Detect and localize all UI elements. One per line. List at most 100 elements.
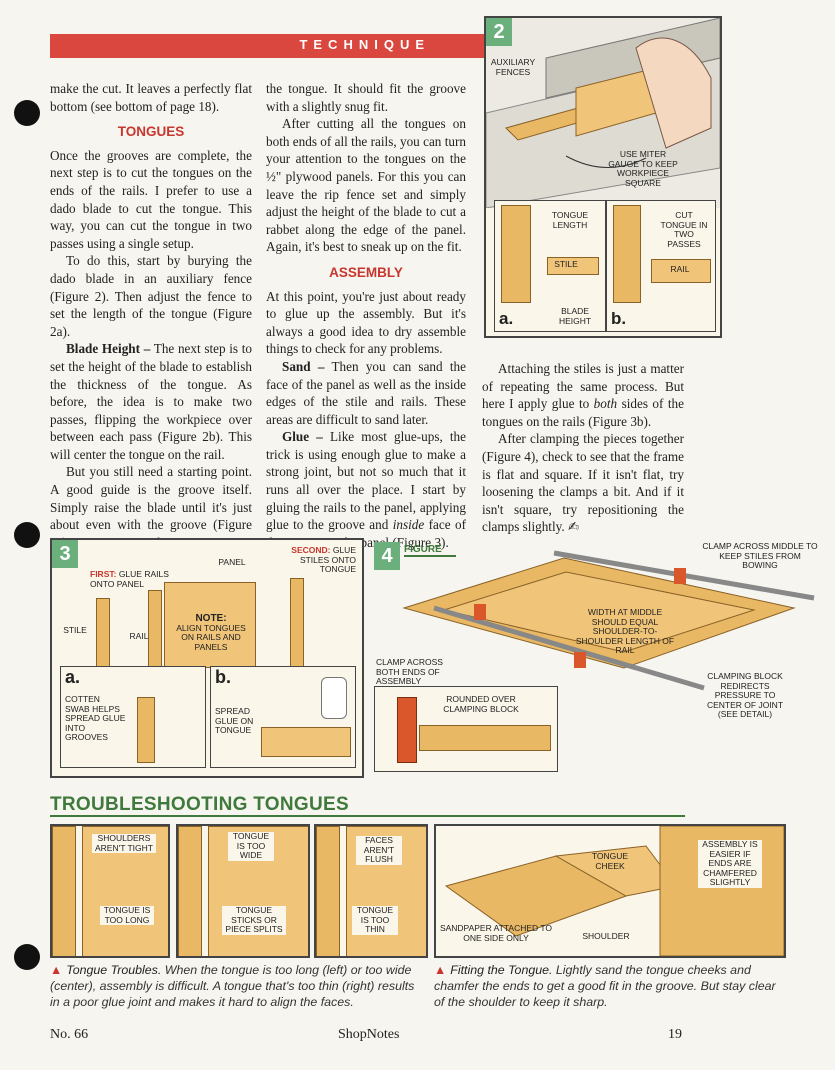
- figure-2: 2 AUXILIARY FENCES USE MITER GAUGE TO KE…: [484, 16, 722, 338]
- detail-clamp-jaw: [397, 697, 417, 763]
- detail-2b-letter: b.: [611, 309, 627, 328]
- col1-paragraph-2: Once the grooves are complete, the next …: [50, 147, 252, 251]
- label-stile: STILE: [63, 625, 87, 635]
- label-second: SECOND: GLUE STILES ONTO TONGUE: [291, 545, 356, 574]
- footer-page-number: 19: [668, 1027, 682, 1042]
- lead-sand: Sand –: [282, 358, 325, 374]
- heading-assembly: ASSEMBLY: [329, 264, 403, 280]
- detail-2a-letter: a.: [499, 309, 514, 328]
- lead-blade-height: Blade Height –: [66, 341, 151, 357]
- fig3-stile-left: [96, 598, 110, 670]
- panel2-stile: [178, 826, 202, 956]
- figure-4: 4 FIGURE CLAMP ACROSS MIDDLE TO KEEP STI…: [374, 538, 820, 774]
- text-column-2: the tongue. It should fit the groove wit…: [266, 80, 466, 551]
- detail-2a-fence: [501, 205, 531, 303]
- col3-paragraph-2: After clamping the pieces together (Figu…: [482, 431, 684, 536]
- fig3-stile-right: [290, 578, 304, 672]
- col2-paragraph-3: At this point, you're just about ready t…: [266, 288, 466, 357]
- label-spread-glue: SPREAD GLUE ON TONGUE: [215, 706, 254, 735]
- label-sandpaper: SANDPAPER ATTACHED TO ONE SIDE ONLY: [439, 923, 553, 943]
- figure-4-number: 4: [374, 542, 400, 570]
- detail-2b-fence: [613, 205, 641, 303]
- label-tongue-too-wide: TONGUE IS TOO WIDE: [228, 831, 274, 861]
- col1-paragraph-1: make the cut. It leaves a perfectly flat…: [50, 81, 252, 114]
- label-width-at-middle: WIDTH AT MIDDLE SHOULD EQUAL SHOULDER-TO…: [575, 607, 675, 655]
- caption-triangle-icon: ▲: [434, 963, 447, 977]
- trouble-panel-fitting: TONGUE CHEEK SANDPAPER ATTACHED TO ONE S…: [434, 824, 786, 958]
- label-clamp-across-ends: CLAMP ACROSS BOTH ENDS OF ASSEMBLY: [376, 657, 443, 686]
- panel1-stile: [52, 826, 76, 956]
- label-rail: RAIL: [670, 264, 690, 274]
- detail-3a-rail: [137, 697, 155, 763]
- figure-4-label: FIGURE: [404, 544, 456, 557]
- trouble-panel-too-thin: FACES AREN'T FLUSH TONGUE IS TOO THIN: [314, 824, 428, 958]
- figure-3-number: 3: [52, 540, 78, 568]
- binder-hole-middle: [14, 522, 40, 548]
- detail-3a-letter: a.: [65, 667, 81, 687]
- lead-glue: Glue –: [282, 429, 323, 445]
- label-faces-arent-flush: FACES AREN'T FLUSH: [356, 835, 402, 865]
- panel3-stile: [316, 826, 340, 956]
- label-panel: PANEL: [218, 557, 246, 567]
- label-first: FIRST: GLUE RAILS ONTO PANEL: [90, 569, 169, 589]
- end-mark-icon: ✍: [567, 520, 580, 536]
- binder-hole-bottom: [14, 944, 40, 970]
- section-label: TECHNIQUE: [299, 37, 430, 52]
- label-blade-height: BLADE HEIGHT: [558, 306, 592, 326]
- label-assembly-easier: ASSEMBLY IS EASIER IF ENDS ARE CHAMFERED…: [698, 839, 762, 888]
- col1-paragraph-3: To do this, start by burying the dado bl…: [50, 253, 252, 339]
- trouble-panel-too-wide: TONGUE IS TOO WIDE TONGUE STICKS OR PIEC…: [176, 824, 310, 958]
- label-rail: RAIL: [129, 631, 149, 641]
- fig3-panel: [164, 582, 256, 668]
- figure-2-number: 2: [486, 18, 512, 46]
- figure-2-tablesaw-illustration: [486, 18, 720, 208]
- detail-2a-stile: [547, 257, 599, 275]
- text-column-1: make the cut. It leaves a perfectly flat…: [50, 80, 252, 569]
- col2-paragraph-1: the tongue. It should fit the groove wit…: [266, 81, 466, 114]
- label-cut-tongue: CUT TONGUE IN TWO PASSES: [660, 210, 708, 249]
- caption-triangle-icon: ▲: [50, 963, 63, 977]
- label-stile: STILE: [554, 259, 578, 269]
- col1-paragraph-4: Blade Height – The next step is to set t…: [50, 341, 253, 462]
- figure-3a-detail: a. COTTEN SWAB HELPS SPREAD GLUE INTO GR…: [60, 666, 206, 768]
- label-cotten-swab: COTTEN SWAB HELPS SPREAD GLUE INTO GROOV…: [65, 694, 126, 742]
- label-auxiliary-fences: AUXILIARY FENCES: [490, 57, 536, 77]
- trouble-panel-too-long: SHOULDERS AREN'T TIGHT TONGUE IS TOO LON…: [50, 824, 170, 958]
- col2-paragraph-4: Sand – Then you can sand the face of the…: [266, 358, 466, 427]
- col2-paragraph-5: Glue – Like most glue-ups, the trick is …: [266, 429, 467, 550]
- fig3-rail: [148, 590, 162, 668]
- text-column-3: Attaching the stiles is just a matter of…: [482, 360, 684, 537]
- section-banner: TECHNIQUE: [50, 34, 485, 58]
- figure-4-detail: ROUNDED OVER CLAMPING BLOCK: [374, 686, 558, 772]
- glue-bottle: [321, 677, 347, 719]
- label-tongue-sticks: TONGUE STICKS OR PIECE SPLITS: [222, 905, 286, 935]
- label-tongue-too-thin: TONGUE IS TOO THIN: [352, 905, 398, 935]
- caption-fitting-tongue: ▲Fitting the Tongue. Lightly sand the to…: [434, 963, 776, 1009]
- col2-paragraph-2: After cutting all the tongues on both en…: [266, 116, 466, 255]
- detail-3b-panel: [261, 727, 351, 757]
- figure-2b-detail: CUT TONGUE IN TWO PASSES RAIL b.: [606, 200, 716, 332]
- figure-2a-detail: TONGUE LENGTH STILE BLADE HEIGHT a.: [494, 200, 606, 332]
- heading-tongues: TONGUES: [117, 124, 185, 140]
- troubleshooting-rule: [50, 815, 685, 817]
- label-tongue-length: TONGUE LENGTH: [551, 210, 589, 230]
- figure-3b-detail: b. SPREAD GLUE ON TONGUE: [210, 666, 356, 768]
- binder-hole-top: [14, 100, 40, 126]
- label-rounded-over: ROUNDED OVER CLAMPING BLOCK: [443, 694, 519, 714]
- label-use-miter-gauge: USE MITER GAUGE TO KEEP WORKPIECE SQUARE: [608, 149, 678, 188]
- label-tongue-too-long: TONGUE IS TOO LONG: [100, 905, 154, 925]
- label-clamp-across-middle: CLAMP ACROSS MIDDLE TO KEEP STILES FROM …: [702, 541, 818, 570]
- label-clamping-block: CLAMPING BLOCK REDIRECTS PRESSURE TO CEN…: [706, 671, 784, 719]
- label-note: NOTE:ALIGN TONGUES ON RAILS AND PANELS: [176, 613, 246, 652]
- label-shoulders-arent-tight: SHOULDERS AREN'T TIGHT: [92, 833, 156, 853]
- figure-4-clamp-illustration: [402, 550, 815, 691]
- col3-paragraph-1: Attaching the stiles is just a matter of…: [482, 361, 684, 429]
- detail-block: [419, 725, 551, 751]
- caption-tongue-troubles: ▲Tongue Troubles. When the tongue is too…: [50, 963, 415, 1009]
- detail-3b-letter: b.: [215, 667, 231, 687]
- footer-magazine: ShopNotes: [338, 1027, 400, 1042]
- figure-3: 3 FIRST: GLUE RAILS ONTO PANEL SECOND: G…: [50, 538, 364, 778]
- detail-2b-rail: [651, 259, 711, 283]
- footer-issue: No. 66: [50, 1027, 89, 1042]
- troubleshooting-title: TROUBLESHOOTING TONGUES: [50, 794, 349, 815]
